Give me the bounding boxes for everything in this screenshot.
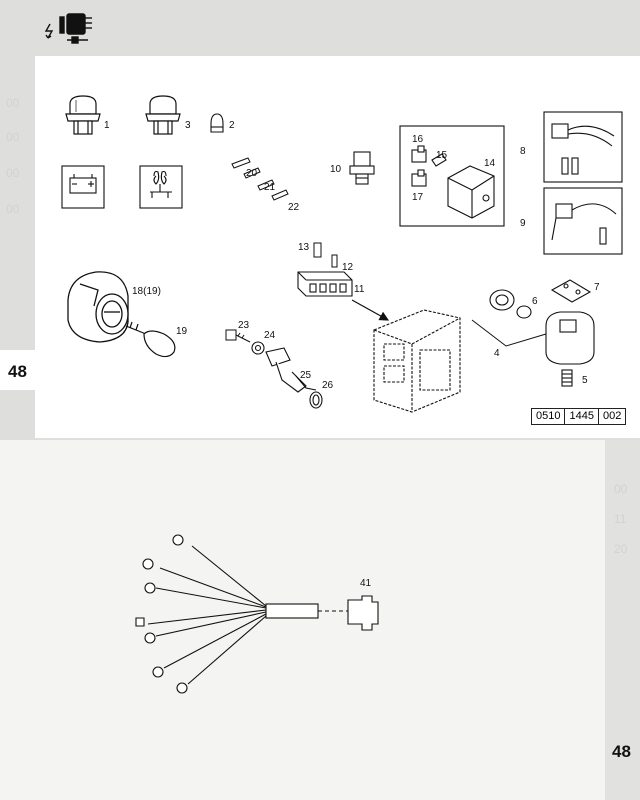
relay-kit-box <box>399 125 505 227</box>
page-edge-tab-left <box>0 350 35 390</box>
callout-1: 1 <box>104 120 110 131</box>
warning-lamp-part-3 <box>145 95 181 135</box>
parts-diagram-panel <box>35 56 640 438</box>
callout-15: 15 <box>436 150 448 161</box>
callout-25: 25 <box>300 370 312 381</box>
callout-16: 16 <box>412 134 424 145</box>
ignition-key-part-19 <box>125 321 176 358</box>
ghost-text-right-2: 11 <box>614 512 627 526</box>
temperature-sender-part-10 <box>349 151 375 185</box>
page-number-left: 48 <box>8 362 27 381</box>
battery-symbol-label <box>61 165 105 209</box>
callout-19: 19 <box>176 326 188 337</box>
callout-23: 23 <box>238 320 250 331</box>
callout-26: 26 <box>322 380 334 391</box>
wiring-kit-part-9 <box>543 187 623 255</box>
ghost-text-right-1: 00 <box>614 482 628 496</box>
screw-part-23 <box>225 329 251 343</box>
callout-9: 9 <box>520 218 526 229</box>
ghost-text-left-3: 00 <box>6 166 20 180</box>
reference-code-part-2: 1445 <box>564 409 597 424</box>
wiring-kit-part-8 <box>543 111 623 183</box>
callout-2: 2 <box>229 120 235 131</box>
reference-code-part-1: 0510 <box>536 410 561 422</box>
callout-17: 17 <box>412 192 424 203</box>
page-edge-tab-right <box>605 440 640 800</box>
callout-3: 3 <box>185 120 191 131</box>
ghost-text-right-3: 20 <box>614 542 628 556</box>
callout-10: 10 <box>330 164 342 175</box>
callout-4: 4 <box>494 348 500 359</box>
ignition-switch-part-18 <box>67 271 129 343</box>
callout-20: 20 <box>246 168 258 179</box>
page-number-right: 48 <box>612 742 631 761</box>
part-4-bracket-line <box>471 319 547 347</box>
ghost-text-left-4: 00 <box>6 202 20 216</box>
callout-7: 7 <box>594 282 600 293</box>
callout-11: 11 <box>354 284 365 295</box>
ghost-text-left-1: 00 <box>6 96 20 110</box>
callout-8: 8 <box>520 146 526 157</box>
callout-41: 41 <box>360 578 372 589</box>
callout-14: 14 <box>484 158 496 169</box>
reference-code-part-3: 002 <box>597 409 625 424</box>
wiring-harness-part-41 <box>135 534 379 694</box>
washer-part-24 <box>251 341 265 355</box>
fuse-holder-part-11 <box>297 271 353 297</box>
glow-plug-symbol-label <box>139 165 183 209</box>
callout-5: 5 <box>582 375 588 386</box>
ghost-text-left-2: 00 <box>6 130 20 144</box>
o-ring-part-26 <box>309 391 323 409</box>
callout-12: 12 <box>342 262 354 273</box>
callout-24: 24 <box>264 330 276 341</box>
callout-labels: 1 2 3 4 5 6 7 8 9 10 11 12 13 14 15 16 1… <box>104 120 600 589</box>
bulb-part-2 <box>210 113 224 133</box>
assembly-arrow <box>351 299 390 321</box>
central-electrical-box <box>373 309 461 413</box>
callout-6: 6 <box>532 296 538 307</box>
drawing-reference-code: 0510 1445 002 <box>531 408 627 425</box>
electrical-system-icon <box>44 13 92 44</box>
speed-sensor-part-25 <box>265 347 317 393</box>
warning-lamp-part-1 <box>65 95 101 135</box>
cable-terminals-20-22 <box>231 157 289 201</box>
fuse-part-13 <box>313 242 322 258</box>
callout-18: 18(19) <box>132 286 161 297</box>
solenoid-valve-assembly <box>489 279 595 387</box>
fuse-part-12 <box>331 254 338 268</box>
callout-13: 13 <box>298 242 310 253</box>
callout-21: 21 <box>264 182 276 193</box>
callout-22: 22 <box>288 202 300 213</box>
